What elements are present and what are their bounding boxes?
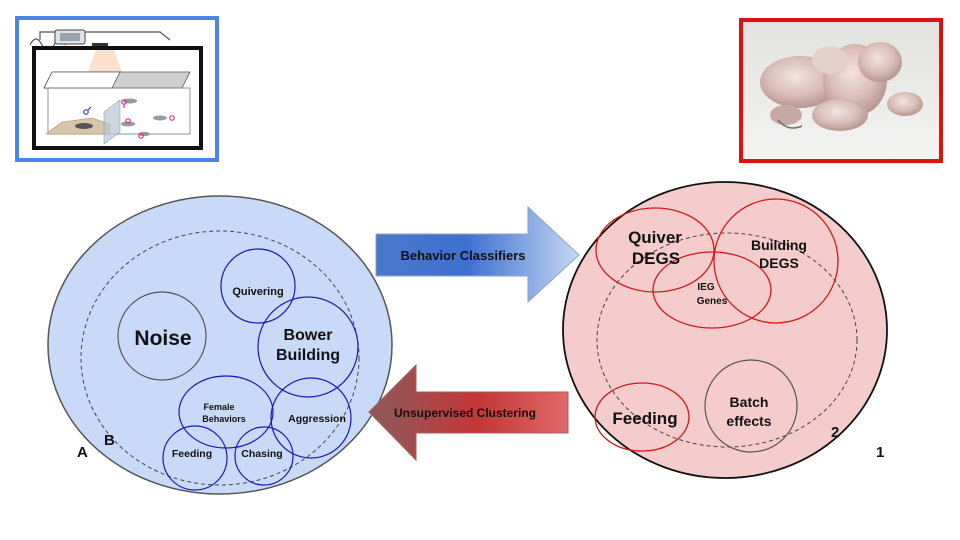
brain-icon (760, 42, 923, 131)
feeding-circle (162, 425, 228, 491)
gene-inner-dashed-circle (596, 232, 858, 448)
behavior-classifiers-label: Behavior Classifiers (400, 248, 525, 263)
behavior-classifiers-arrow: Behavior Classifiers (375, 205, 580, 304)
batch-effects-circle (704, 359, 798, 453)
gene-outer-circle (562, 181, 888, 479)
behavior-panel: Noise Quivering Bower Building Female Be… (47, 195, 393, 495)
behavior-outer-circle (47, 195, 393, 495)
label-b: B (104, 432, 115, 449)
unsupervised-clustering-arrow: Unsupervised Clustering (368, 363, 569, 462)
bower-building-circle (257, 296, 359, 398)
quivering-label: Quivering (232, 286, 283, 298)
ieg-label-line1: IEG (697, 282, 714, 293)
noise-label: Noise (134, 327, 191, 350)
ieg-label-line2: Genes (697, 296, 728, 307)
quiver-label-line2: DEGS (632, 249, 680, 268)
feeding-label-left: Feeding (172, 448, 212, 460)
bower-label-line2: Building (276, 347, 340, 364)
quivering-circle (220, 248, 296, 324)
feeding-label-right: Feeding (612, 409, 677, 428)
label-a: A (77, 444, 88, 461)
building-degs-circle (713, 198, 839, 324)
feeding-gene-circle (594, 382, 690, 452)
ieg-genes-circle (652, 251, 772, 329)
bower-label-line1: Bower (284, 327, 333, 344)
behavior-inner-dashed-circle (80, 230, 360, 486)
female-label-line2: Behaviors (202, 414, 246, 424)
tank-illustration (15, 16, 219, 162)
aggression-label: Aggression (288, 413, 346, 425)
batch-label-line2: effects (726, 413, 771, 429)
male-symbol-icon (83, 109, 89, 115)
noise-circle (117, 291, 207, 381)
chasing-label: Chasing (241, 448, 282, 460)
label-1: 1 (876, 444, 884, 461)
arrow-left-icon (368, 363, 569, 462)
quiver-degs-circle (595, 207, 715, 293)
quiver-label-line1: Quiver (628, 228, 682, 247)
building-label-line2: DEGS (759, 255, 799, 271)
female-label-line1: Female (203, 402, 234, 412)
arrow-right-icon (375, 205, 580, 304)
unsupervised-clustering-label: Unsupervised Clustering (394, 406, 536, 420)
gene-panel: Quiver DEGS Building DEGS IEG Genes Feed… (562, 181, 888, 479)
chasing-circle (234, 426, 294, 486)
batch-label-line1: Batch (730, 394, 769, 410)
fish-icon (75, 123, 93, 129)
brain-photo (739, 18, 943, 163)
label-2: 2 (831, 424, 839, 441)
building-label-line1: Building (751, 237, 807, 253)
aggression-circle (270, 377, 352, 459)
